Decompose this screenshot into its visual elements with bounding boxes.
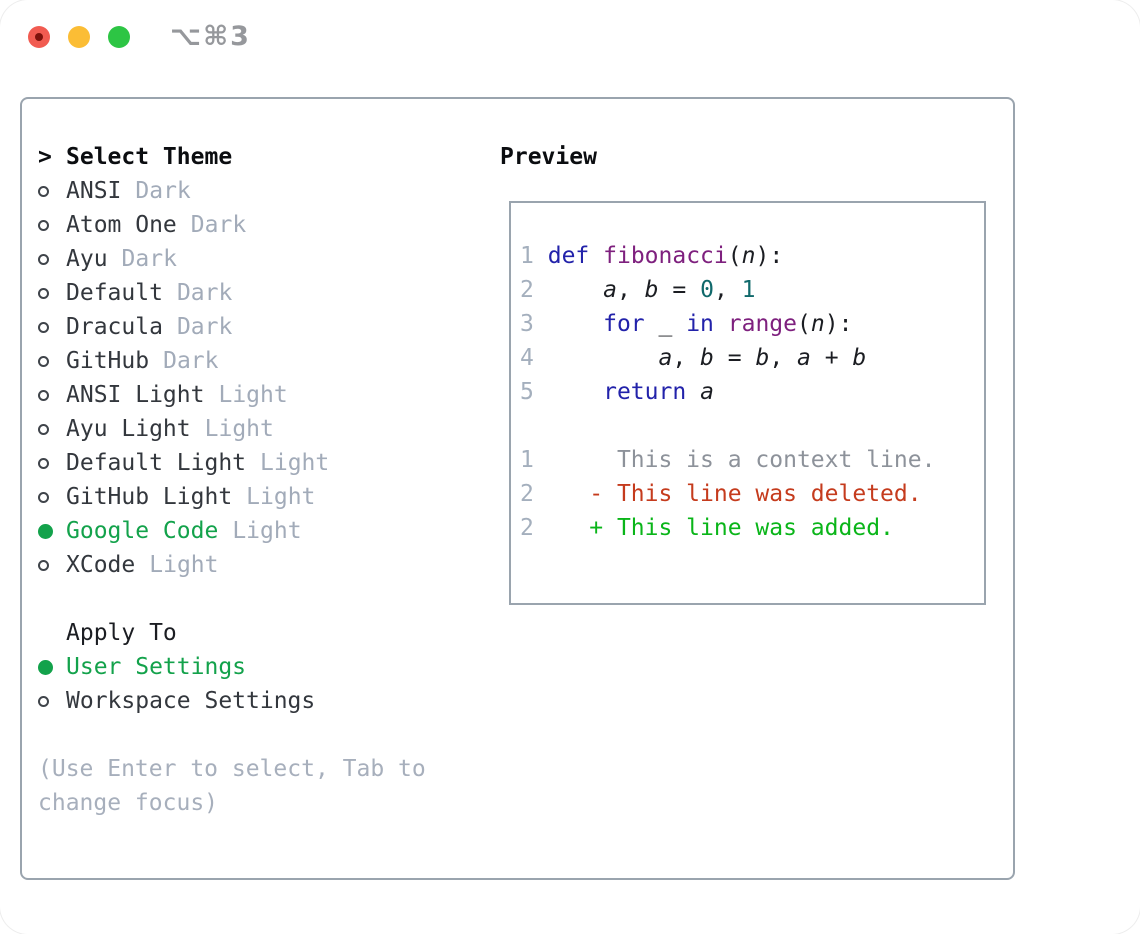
line-number: 4: [520, 345, 534, 371]
option-name: GitHub: [66, 348, 150, 374]
option-variant: Light: [149, 552, 219, 578]
option-name: Default Light: [66, 450, 247, 476]
theme-option-dracula[interactable]: Dracula Dark: [38, 310, 438, 344]
code-text: a, b = b, a + b: [658, 345, 867, 371]
code-line: 4 a, b = b, a + b: [520, 341, 978, 375]
option-name: Dracula: [66, 314, 163, 340]
code-line: 1 def fibonacci(n):: [520, 239, 978, 273]
prompt-icon: >: [38, 144, 52, 170]
preview-title: Preview: [500, 144, 597, 170]
radio-icon: [38, 287, 49, 299]
code-text: return a: [603, 379, 714, 405]
radio-icon: [38, 659, 53, 675]
help-hint: (Use Enter to select, Tab to change focu…: [38, 756, 426, 816]
option-variant: Light: [204, 416, 274, 442]
code-line: 3 for _ in range(n):: [520, 307, 978, 341]
code-line: 1 This is a context line.: [520, 443, 978, 477]
code-text: for _ in range(n):: [603, 311, 853, 337]
spacer: [38, 582, 438, 616]
theme-options: ANSI Dark Atom One Dark Ayu Dark Default…: [38, 174, 438, 582]
line-number: 1: [520, 447, 534, 473]
radio-icon: [38, 321, 49, 333]
theme-option-ayu-light[interactable]: Ayu Light Light: [38, 412, 438, 446]
radio-icon: [38, 523, 53, 539]
code-preview: 1 def fibonacci(n): 2 a, b = 0, 1 3 for …: [520, 239, 978, 545]
spacer: [38, 718, 438, 752]
radio-icon: [38, 389, 49, 401]
preview-pane: 1 def fibonacci(n): 2 a, b = 0, 1 3 for …: [509, 201, 986, 605]
option-name: Workspace Settings: [66, 688, 316, 714]
radio-icon: [38, 185, 49, 197]
code-line: 2 + This line was added.: [520, 511, 978, 545]
code-line: 5 return a: [520, 375, 978, 409]
line-number: 5: [520, 379, 534, 405]
theme-option-github-light[interactable]: GitHub Light Light: [38, 480, 438, 514]
theme-option-xcode[interactable]: XCode Light: [38, 548, 438, 582]
window-shortcut-label: ⌥⌘3: [170, 21, 251, 52]
select-theme-header: > Select Theme: [38, 140, 438, 174]
option-name: Atom One: [66, 212, 177, 238]
theme-option-default-light[interactable]: Default Light Light: [38, 446, 438, 480]
option-variant: Light: [232, 518, 302, 544]
option-name: ANSI: [66, 178, 122, 204]
line-number: 3: [520, 311, 534, 337]
option-name: Ayu Light: [66, 416, 191, 442]
option-name: Default: [66, 280, 163, 306]
theme-option-ansi-light[interactable]: ANSI Light Light: [38, 378, 438, 412]
option-variant: Dark: [121, 246, 177, 272]
code-text: - This line was deleted.: [589, 481, 922, 507]
radio-icon: [38, 559, 49, 571]
option-variant: Light: [260, 450, 330, 476]
line-number: 1: [520, 243, 534, 269]
radio-icon: [38, 253, 49, 265]
option-name: Google Code: [66, 518, 219, 544]
option-variant: Dark: [176, 314, 233, 340]
code-line: [520, 409, 978, 443]
radio-icon: [38, 355, 49, 367]
apply-to-header: Apply To: [38, 616, 438, 650]
radio-icon: [38, 423, 49, 435]
theme-option-ayu[interactable]: Ayu Dark: [38, 242, 438, 276]
apply-to-title: Apply To: [66, 620, 177, 646]
code-text: a, b = 0, 1: [603, 277, 756, 303]
option-variant: Dark: [190, 212, 247, 238]
option-variant: Light: [246, 484, 316, 510]
minimize-button[interactable]: [68, 26, 90, 48]
theme-list: > Select Theme ANSI Dark Atom One Dark A…: [38, 140, 438, 820]
theme-selector-panel: > Select Theme ANSI Dark Atom One Dark A…: [20, 97, 1015, 880]
apply-option-workspace-settings[interactable]: Workspace Settings: [38, 684, 438, 718]
line-number: 2: [520, 481, 534, 507]
titlebar: ⌥⌘3: [0, 0, 1140, 74]
line-number: 2: [520, 277, 534, 303]
theme-option-google-code[interactable]: Google Code Light: [38, 514, 438, 548]
option-name: ANSI Light: [66, 382, 205, 408]
option-variant: Dark: [176, 280, 233, 306]
code-text: This is a context line.: [533, 447, 936, 473]
code-text: def fibonacci(n):: [547, 243, 784, 269]
theme-option-default[interactable]: Default Dark: [38, 276, 438, 310]
theme-option-github[interactable]: GitHub Dark: [38, 344, 438, 378]
radio-icon: [38, 457, 49, 469]
option-variant: Dark: [163, 348, 219, 374]
close-button[interactable]: [28, 26, 50, 48]
option-variant: Dark: [135, 178, 191, 204]
option-name: XCode: [66, 552, 136, 578]
option-name: Ayu: [66, 246, 108, 272]
code-line: 2 - This line was deleted.: [520, 477, 978, 511]
radio-icon: [38, 695, 49, 707]
option-name: User Settings: [66, 654, 247, 680]
code-text: + This line was added.: [589, 515, 894, 541]
code-line: 2 a, b = 0, 1: [520, 273, 978, 307]
radio-icon: [38, 491, 49, 503]
panel-title: Select Theme: [66, 144, 233, 170]
apply-to-options: User Settings Workspace Settings: [38, 650, 438, 718]
option-variant: Light: [218, 382, 288, 408]
zoom-button[interactable]: [108, 26, 130, 48]
theme-option-atom-one[interactable]: Atom One Dark: [38, 208, 438, 242]
line-number: 2: [520, 515, 534, 541]
theme-option-ansi[interactable]: ANSI Dark: [38, 174, 438, 208]
apply-option-user-settings[interactable]: User Settings: [38, 650, 438, 684]
radio-icon: [38, 219, 49, 231]
option-name: GitHub Light: [66, 484, 233, 510]
